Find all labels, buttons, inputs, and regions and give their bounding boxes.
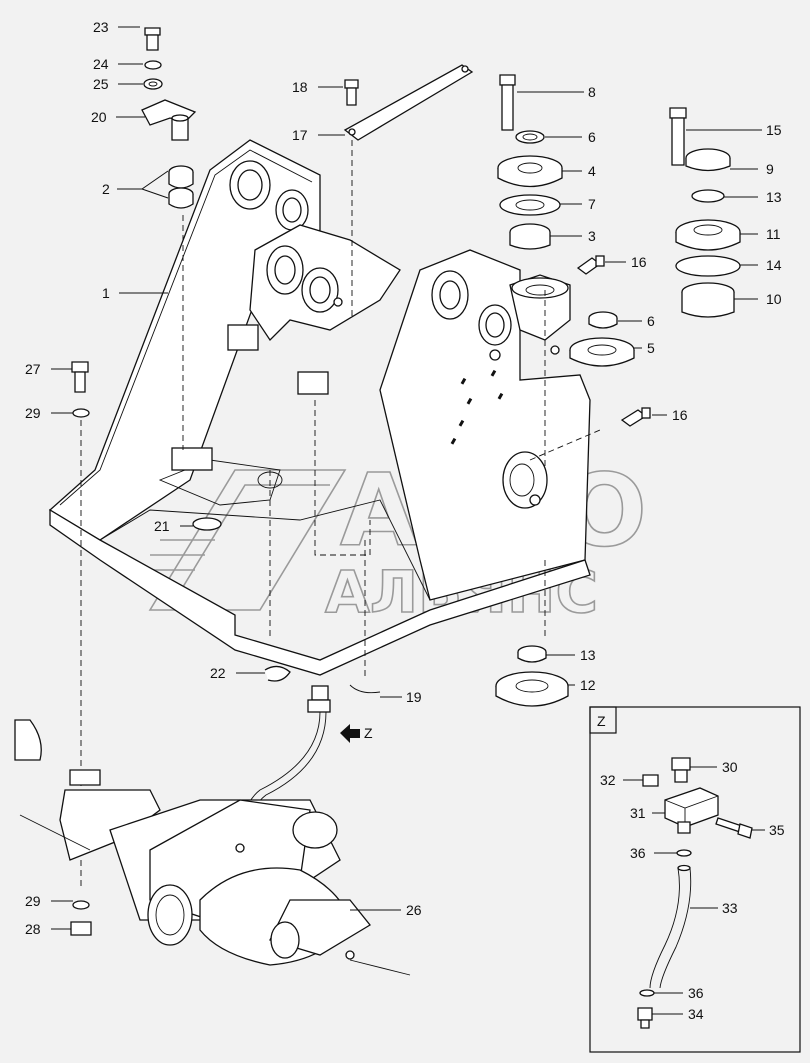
- bolt-27: [71, 361, 89, 393]
- callout-1: 1: [102, 285, 110, 301]
- detail-view-z: Z: [589, 706, 801, 1053]
- callout-31: 31: [630, 805, 646, 821]
- grease-fitting-lower: [620, 407, 651, 427]
- callout-14: 14: [766, 257, 782, 273]
- hose-clip-19: [349, 684, 381, 694]
- callout-7: 7: [588, 196, 596, 212]
- callout-25: 25: [93, 76, 109, 92]
- callout-18: 18: [292, 79, 308, 95]
- callout-6-lower: 6: [647, 313, 655, 329]
- snap-ring-22: [264, 665, 291, 682]
- main-frame: [48, 139, 601, 890]
- callout-10: 10: [766, 291, 782, 307]
- view-z-arrow-label: Z: [364, 725, 373, 741]
- callout-17: 17: [292, 127, 308, 143]
- callout-13-lower: 13: [580, 647, 596, 663]
- callout-16-lower: 16: [672, 407, 688, 423]
- lower-cap-bottom: [495, 645, 569, 707]
- callout-32: 32: [600, 772, 616, 788]
- axle-assembly: [14, 719, 411, 976]
- detail-view-z-label: Z: [597, 713, 606, 729]
- callout-30: 30: [722, 759, 738, 775]
- lower-cap-upper: [569, 311, 635, 367]
- callout-27: 27: [25, 361, 41, 377]
- upper-pivot-stack-left: [497, 74, 563, 250]
- callout-19: 19: [406, 689, 422, 705]
- callout-4: 4: [588, 163, 596, 179]
- leader-lines: [51, 26, 765, 1015]
- callout-6-upper: 6: [588, 129, 596, 145]
- callout-29-lower: 29: [25, 893, 41, 909]
- callout-20: 20: [91, 109, 107, 125]
- view-z-arrow: Z: [340, 724, 373, 743]
- callout-36-upper: 36: [630, 845, 646, 861]
- callout-5: 5: [647, 340, 655, 356]
- callout-35: 35: [769, 822, 785, 838]
- callout-24: 24: [93, 56, 109, 72]
- callout-34: 34: [688, 1006, 704, 1022]
- pin-assembly-left: [141, 27, 197, 209]
- upper-pivot-stack-right: [669, 107, 741, 318]
- callout-15: 15: [766, 122, 782, 138]
- callout-28: 28: [25, 921, 41, 937]
- callout-16-upper: 16: [631, 254, 647, 270]
- nut-28: [70, 921, 92, 936]
- callout-22: 22: [210, 665, 226, 681]
- callout-21: 21: [154, 518, 170, 534]
- callout-2: 2: [102, 181, 110, 197]
- washer-21: [192, 517, 222, 531]
- callout-33: 33: [722, 900, 738, 916]
- callout-11: 11: [766, 226, 781, 242]
- callout-8: 8: [588, 84, 596, 100]
- callout-12: 12: [580, 677, 596, 693]
- callout-13-upper: 13: [766, 189, 782, 205]
- callout-9: 9: [766, 161, 774, 177]
- washer-29-upper: [72, 408, 90, 418]
- callout-26: 26: [406, 902, 422, 918]
- callout-23: 23: [93, 19, 109, 35]
- callout-3: 3: [588, 228, 596, 244]
- grease-fitting-upper: [576, 255, 605, 275]
- washer-29-lower: [72, 900, 90, 910]
- callout-29-upper: 29: [25, 405, 41, 421]
- callout-36-lower: 36: [688, 985, 704, 1001]
- callout-labels: 23 24 25 20 2 1 18 17 8 6 4 7 3 16 6 5 1…: [25, 19, 785, 1022]
- strap-and-pin: [343, 64, 474, 141]
